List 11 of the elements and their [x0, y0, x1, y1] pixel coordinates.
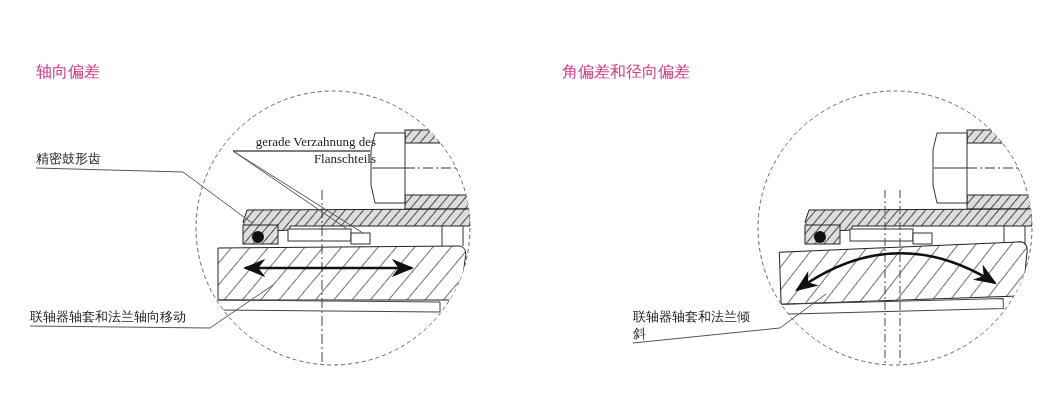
panel-title: 轴向偏差	[36, 62, 100, 83]
callout-label: gerade Verzahnung des Flanschteils	[246, 133, 376, 167]
callout-label: 精密鼓形齿	[36, 150, 186, 167]
leader-line	[35, 167, 253, 224]
leader-line	[232, 150, 371, 234]
panel-title: 角偏差和径向偏差	[562, 62, 690, 83]
callout-label: 联轴器轴套和法兰倾斜	[633, 308, 753, 342]
leader-line	[232, 150, 348, 230]
leader-line	[29, 284, 274, 329]
callout-label: 联轴器轴套和法兰轴向移动	[30, 308, 220, 325]
leader-line	[632, 293, 827, 344]
